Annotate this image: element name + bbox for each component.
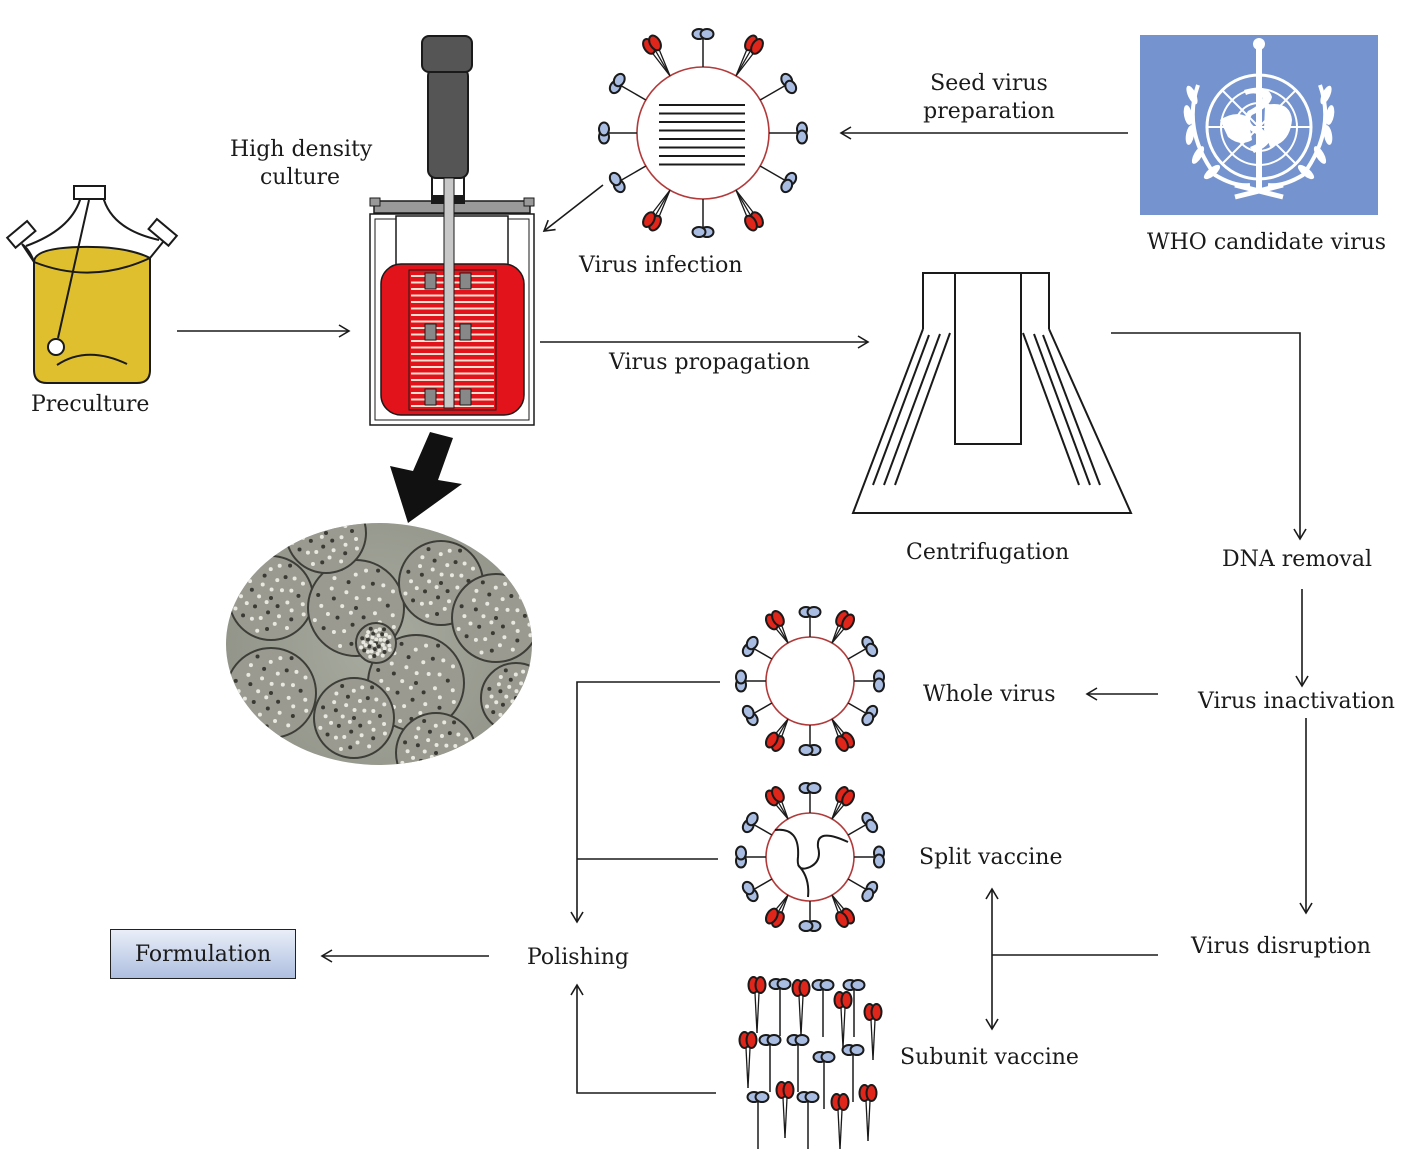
virus-membrane — [765, 636, 855, 726]
big-down-arrow-icon — [390, 432, 462, 523]
neuraminidase-spike — [786, 1034, 810, 1046]
neuraminidase-spike — [735, 845, 747, 869]
neuraminidase-spike — [811, 979, 835, 991]
neuraminidase-spike — [780, 72, 798, 95]
label-high-density-line1: High density — [230, 137, 373, 162]
hemagglutinin-spike — [835, 907, 856, 928]
neuraminidase-spike — [861, 880, 879, 903]
arrow-subunit-to-polishing — [570, 983, 716, 1094]
microcarrier-bead — [451, 573, 532, 663]
label-polishing: Polishing — [527, 945, 629, 970]
neuraminidase-spike — [798, 920, 822, 932]
neuraminidase-spike — [873, 845, 885, 869]
virus-membrane — [636, 66, 770, 200]
hemagglutinin-spike — [642, 211, 662, 232]
label-seed-virus-preparation: Seed virus preparation — [915, 70, 1063, 126]
label-split-vaccine: Split vaccine — [919, 845, 1063, 870]
microcarrier-bead — [355, 622, 397, 664]
hemagglutinin-spike — [830, 1093, 850, 1111]
label-dna-removal: DNA removal — [1222, 547, 1372, 572]
label-seed-line1: Seed virus — [930, 71, 1048, 96]
neuraminidase-spike — [798, 744, 822, 756]
label-preculture: Preculture — [31, 392, 150, 417]
arrow-infection-to-reactor — [542, 184, 604, 232]
neuraminidase-spike — [768, 978, 792, 990]
flask-icon — [5, 185, 179, 384]
hemagglutinin-spike — [833, 991, 853, 1009]
label-who-candidate-virus: WHO candidate virus — [1147, 230, 1387, 255]
arrow-centrifuge-to-dna — [1111, 332, 1307, 541]
neuraminidase-spike — [741, 635, 759, 658]
neuraminidase-spike — [796, 1091, 820, 1103]
label-seed-line2: preparation — [923, 99, 1055, 124]
neuraminidase-spike — [861, 704, 879, 727]
microcarrier-image — [226, 523, 532, 765]
neuraminidase-spike — [780, 171, 798, 194]
neuraminidase-spike — [841, 1044, 865, 1056]
neuraminidase-spike — [608, 72, 626, 95]
neuraminidase-spike — [608, 171, 626, 194]
neuraminidase-spike — [741, 811, 759, 834]
label-formulation: Formulation — [134, 941, 272, 967]
hemagglutinin-spike — [642, 34, 662, 55]
hemagglutinin-spike — [835, 786, 856, 807]
neuraminidase-spike — [842, 979, 866, 991]
label-virus-infection: Virus infection — [579, 253, 743, 278]
formulation-box: Formulation — [110, 929, 296, 979]
neuraminidase-spike — [798, 782, 822, 794]
hemagglutinin-spike — [858, 1084, 878, 1102]
hemagglutinin-spike — [744, 211, 764, 232]
hemagglutinin-spike — [775, 1081, 795, 1099]
label-whole-virus: Whole virus — [923, 682, 1056, 707]
neuraminidase-spike — [861, 635, 879, 658]
label-centrifugation: Centrifugation — [906, 540, 1070, 565]
neuraminidase-spike — [598, 121, 610, 145]
who-emblem-icon — [1140, 35, 1378, 215]
neuraminidase-spike — [741, 880, 759, 903]
label-virus-disruption: Virus disruption — [1191, 934, 1371, 959]
centrifuge-icon — [851, 272, 1133, 514]
label-high-density-culture: High density culture — [230, 136, 373, 192]
hemagglutinin-spike — [791, 979, 811, 997]
subunit-proteins-icon — [738, 976, 883, 1149]
neuraminidase-spike — [758, 1034, 782, 1046]
label-virus-propagation: Virus propagation — [609, 350, 811, 375]
microcarrier-bead — [313, 677, 395, 759]
hemagglutinin-spike — [863, 1003, 883, 1021]
virus-membrane — [765, 812, 855, 902]
disrupted-membrane — [774, 828, 849, 898]
neuraminidase-spike — [798, 606, 822, 618]
hemagglutinin-spike — [764, 907, 785, 928]
neuraminidase-spike — [691, 28, 715, 40]
virus-icon-split — [735, 782, 885, 932]
bioreactor-icon — [369, 35, 535, 426]
flow-arrows — [177, 126, 1313, 1094]
hemagglutinin-spike — [744, 34, 764, 55]
virus-icon-whole — [735, 606, 885, 756]
neuraminidase-spike — [812, 1051, 836, 1063]
hemagglutinin-spike — [764, 731, 785, 752]
arrow-whole-to-polishing — [570, 681, 720, 924]
hemagglutinin-spike — [835, 610, 856, 631]
label-subunit-vaccine: Subunit vaccine — [900, 1045, 1079, 1070]
hemagglutinin-spike — [764, 610, 785, 631]
hemagglutinin-spike — [738, 1031, 758, 1049]
hemagglutinin-spike — [747, 976, 767, 994]
label-virus-inactivation: Virus inactivation — [1198, 689, 1395, 714]
label-high-density-line2: culture — [259, 165, 341, 190]
virus-icon-infection — [598, 28, 808, 238]
neuraminidase-spike — [873, 669, 885, 693]
hemagglutinin-spike — [835, 731, 856, 752]
neuraminidase-spike — [735, 669, 747, 693]
hemagglutinin-spike — [764, 786, 785, 807]
neuraminidase-spike — [741, 704, 759, 727]
neuraminidase-spike — [691, 226, 715, 238]
neuraminidase-spike — [861, 811, 879, 834]
neuraminidase-spike — [796, 121, 808, 145]
neuraminidase-spike — [746, 1091, 770, 1103]
